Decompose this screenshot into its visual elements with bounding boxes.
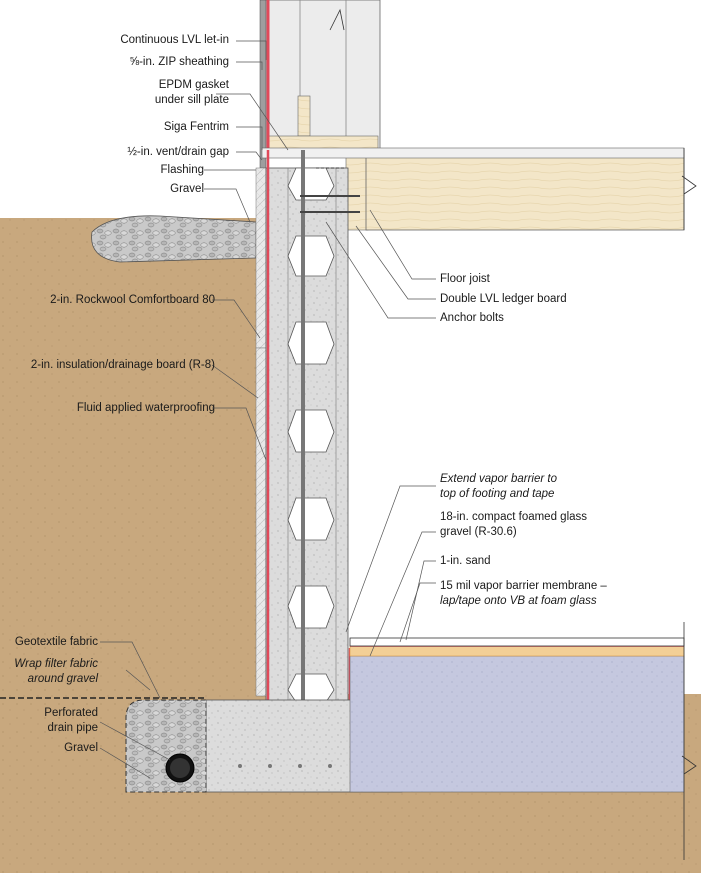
- leader-lines-right: [325, 209, 436, 657]
- sand-layer: [349, 645, 685, 657]
- label-extend-vb: Extend vapor barrier to top of footing a…: [440, 473, 557, 500]
- label-drain-pipe: Perforated drain pipe: [44, 707, 98, 734]
- floor-joist: [365, 149, 685, 231]
- drain-gravel: [125, 699, 207, 793]
- label-wrap-filter: Wrap filter fabric around gravel: [14, 658, 98, 685]
- label-siga-fentrim: Siga Fentrim: [163, 121, 229, 133]
- label-flashing: Flashing: [160, 164, 204, 176]
- label-vb-membrane-2: lap/tape onto VB at foam glass: [440, 595, 597, 607]
- label-geotextile: Geotextile fabric: [14, 636, 98, 648]
- label-zip-sheathing: ⅝-in. ZIP sheathing: [129, 56, 229, 68]
- label-gravel-bottom: Gravel: [64, 742, 98, 754]
- anchor-bolts: [300, 195, 360, 213]
- foam-glass-gravel: [349, 655, 685, 793]
- label-waterproofing: Fluid applied waterproofing: [76, 402, 215, 414]
- label-floor-joist: Floor joist: [440, 273, 490, 285]
- surface-gravel: [91, 215, 257, 263]
- insulation-drainage-board: [255, 347, 267, 697]
- label-insulation-board: 2-in. insulation/drainage board (R-8): [30, 359, 215, 371]
- cmu-cores: [287, 167, 335, 703]
- rim-board: [345, 149, 369, 231]
- zip-sheathing: [259, 0, 267, 169]
- label-foamed-glass: 18-in. compact foamed glass gravel (R-30…: [440, 511, 588, 538]
- floor-deck: [261, 147, 685, 159]
- label-epdm-gasket: EPDM gasket under sill plate: [154, 79, 229, 106]
- label-gravel-top: Gravel: [170, 183, 204, 195]
- label-continuous-lvl: Continuous LVL let-in: [120, 34, 229, 46]
- soil-left: [0, 218, 256, 694]
- lvl-let-in: [297, 95, 311, 137]
- label-anchor-bolts: Anchor bolts: [440, 312, 504, 324]
- label-sand: 1-in. sand: [440, 555, 491, 567]
- label-ledger: Double LVL ledger board: [440, 293, 567, 305]
- label-vb-membrane-1: 15 mil vapor barrier membrane –: [440, 580, 607, 592]
- leader-lines-left: [99, 40, 289, 779]
- wall-frame: [263, 0, 381, 151]
- rockwool-board: [255, 167, 267, 349]
- label-vent-gap: ½-in. vent/drain gap: [127, 146, 229, 158]
- label-rockwool: 2-in. Rockwool Comfortboard 80: [50, 294, 215, 306]
